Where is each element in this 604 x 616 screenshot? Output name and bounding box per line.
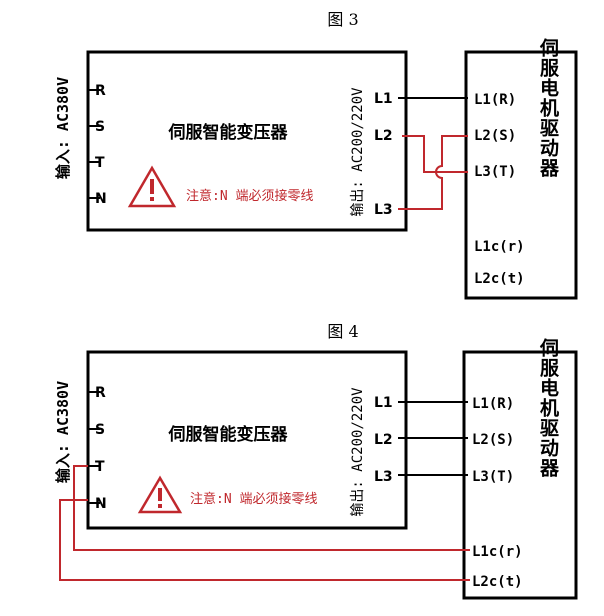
figure-3-caption: 图 3	[327, 10, 358, 29]
output-terminal-l3: L3	[374, 202, 393, 218]
figure-3-input-label: 输入: AC380V	[54, 77, 72, 179]
input-terminal-r: R	[95, 385, 106, 401]
figure-3-driver-box	[464, 50, 578, 300]
driver-terminal-l3t: L3(T)	[472, 469, 514, 485]
figure-3-output-label: 输出: AC200/220V	[350, 87, 366, 217]
figure-4-output-label: 输出: AC200/220V	[350, 387, 366, 517]
figure-3-driver-title: 伺服电机驱动器	[537, 38, 560, 178]
output-terminal-l2: L2	[374, 128, 393, 144]
input-terminal-n: N	[95, 191, 107, 207]
output-terminal-l3: L3	[374, 469, 393, 485]
driver-terminal-l2s: L2(S)	[474, 128, 516, 144]
input-terminal-t: T	[95, 459, 105, 475]
figure-3-warning-text: 注意:N 端必须接零线	[186, 188, 313, 204]
driver-terminal-l1r: L1(R)	[474, 92, 516, 108]
input-terminal-r: R	[95, 83, 106, 99]
figure-3-output-terminals: L1 L2 L3	[374, 91, 393, 218]
driver-terminal-l2ct: L2c(t)	[472, 574, 523, 590]
output-terminal-l1: L1	[374, 395, 393, 411]
output-terminal-l1: L1	[374, 91, 393, 107]
figure-3-driver-terminals: L1(R) L2(S) L3(T) L1c(r) L2c(t)	[474, 92, 525, 287]
figure-3-wires	[398, 97, 468, 210]
warning-triangle-icon	[127, 165, 177, 208]
figure-4-transformer-box	[86, 350, 408, 530]
warning-triangle-icon	[137, 475, 183, 514]
wire-n-l2ct	[59, 499, 470, 581]
wire-l3-l2s	[398, 135, 468, 210]
driver-terminal-l2ct: L2c(t)	[474, 271, 525, 287]
output-terminal-l2: L2	[374, 432, 393, 448]
figure-3: 图 3 伺服智能变压器 输入: AC380V R S T N 注意:N 端必须接…	[54, 10, 578, 300]
figure-4-warning-text: 注意:N 端必须接零线	[190, 491, 317, 507]
figure-3-input-terminals: R S T N	[88, 83, 107, 207]
driver-terminal-l1r: L1(R)	[472, 396, 514, 412]
figure-4-driver-title: 伺服电机驱动器	[537, 338, 560, 478]
input-terminal-s: S	[95, 422, 105, 438]
input-terminal-s: S	[95, 119, 105, 135]
input-terminal-n: N	[95, 496, 107, 512]
driver-terminal-l1cr: L1c(r)	[474, 239, 525, 255]
figure-3-transformer-title: 伺服智能变压器	[168, 122, 289, 143]
wire-t-l1cr	[73, 465, 470, 551]
figure-4-output-terminals: L1 L2 L3	[374, 395, 393, 485]
figure-4-input-terminals: R S T N	[88, 385, 107, 512]
figure-4-driver-terminals: L1(R) L2(S) L3(T) L1c(r) L2c(t)	[472, 396, 523, 590]
figure-4-wires	[59, 401, 470, 581]
figure-3-transformer-box	[86, 50, 408, 232]
driver-terminal-l2s: L2(S)	[472, 432, 514, 448]
input-terminal-t: T	[95, 155, 105, 171]
driver-terminal-l1cr: L1c(r)	[472, 544, 523, 560]
figure-4-input-label: 输入: AC380V	[54, 381, 72, 483]
driver-terminal-l3t: L3(T)	[474, 164, 516, 180]
figure-4: 图 4 伺服智能变压器 输入: AC380V R S T N 注意:N 端必须接…	[54, 322, 578, 600]
figure-4-transformer-title: 伺服智能变压器	[168, 424, 289, 445]
figure-4-caption: 图 4	[327, 322, 358, 341]
